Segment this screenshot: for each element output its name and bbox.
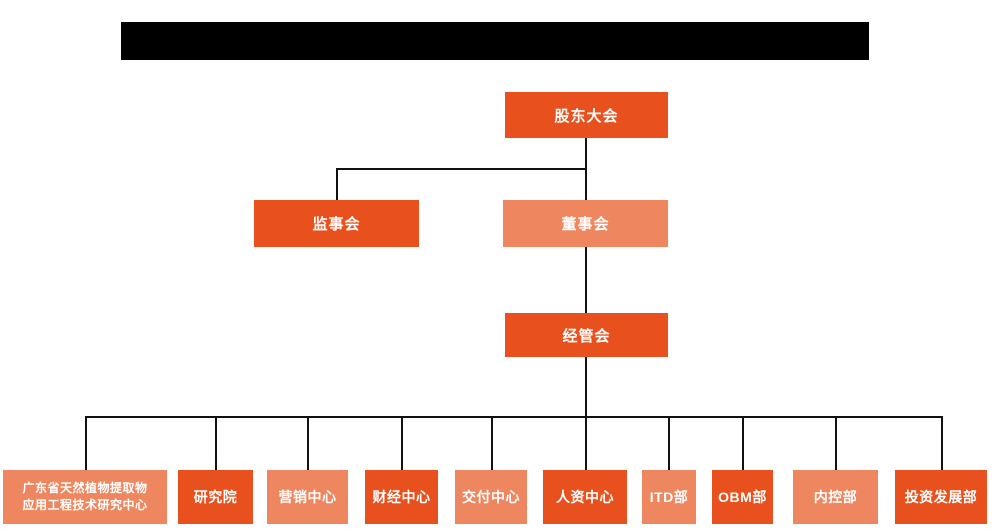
org-node-supervisory-board: 监事会 — [254, 200, 419, 247]
connector-line — [215, 416, 217, 470]
connector-line — [585, 357, 587, 470]
org-node-itd-dept: ITD部 — [642, 470, 696, 524]
connector-line — [85, 416, 943, 418]
connector-line — [742, 416, 744, 470]
connector-line — [307, 416, 309, 470]
org-node-delivery-center: 交付中心 — [455, 470, 527, 524]
org-node-marketing-center: 营销中心 — [267, 470, 348, 524]
org-node-shareholders-meeting: 股东大会 — [505, 92, 668, 138]
connector-line — [941, 416, 943, 470]
connector-line — [85, 416, 87, 470]
org-node-finance-center: 财经中心 — [365, 470, 438, 524]
connector-line — [401, 416, 403, 470]
connector-line — [491, 416, 493, 470]
org-node-hr-center: 人资中心 — [543, 470, 627, 524]
connector-line — [336, 168, 338, 200]
org-node-obm-dept: OBM部 — [712, 470, 773, 524]
org-node-investment-development-dept: 投资发展部 — [895, 470, 987, 524]
connector-line — [585, 247, 587, 313]
org-node-research-institute: 研究院 — [178, 470, 253, 524]
org-node-internal-control-dept: 内控部 — [793, 470, 878, 524]
redacted-title-bar — [121, 22, 869, 60]
connector-line — [835, 416, 837, 470]
org-node-board-of-directors: 董事会 — [503, 200, 668, 247]
connector-line — [668, 416, 670, 470]
org-node-guangdong-research-center: 广东省天然植物提取物应用工程技术研究中心 — [3, 470, 167, 524]
org-node-management-committee: 经管会 — [505, 313, 668, 357]
connector-line — [336, 168, 587, 170]
